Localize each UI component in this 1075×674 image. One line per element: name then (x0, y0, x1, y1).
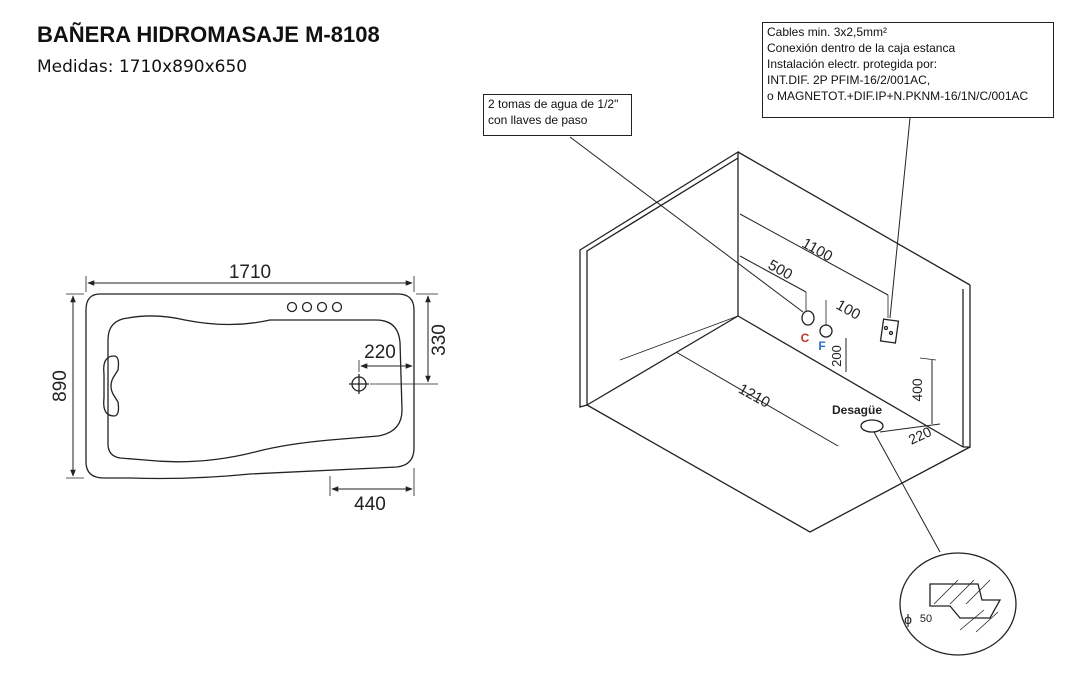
wall-shadow-line (619, 315, 739, 361)
electric-note-line: Cables min. 3x2,5mm² (767, 25, 888, 39)
tub-outer-rim (85, 293, 415, 480)
headrest (103, 355, 120, 417)
dim-200-label: 200 (829, 345, 844, 367)
iso-view-labels: 1100 500 100 200 400 1210 220 C F Desagü… (735, 235, 934, 627)
drain-detail-hatch (959, 609, 985, 631)
dim-100-label: 100 (833, 297, 863, 324)
right-wall-edge (963, 285, 971, 448)
drain-detail-hatch (975, 611, 999, 633)
floor-back-edge (737, 315, 964, 448)
dim-1100-line (739, 213, 889, 296)
cold-inlet-label: F (818, 339, 825, 353)
dim-1210-label: 1210 (735, 381, 772, 412)
back-wall-top (737, 151, 971, 286)
hot-water-inlet (801, 310, 815, 326)
drain-diameter-label: 50 (920, 613, 932, 625)
top-view-labels: 1710 890 330 220 440 (50, 262, 450, 515)
electrical-box (879, 318, 900, 344)
dim-220-label: 220 (364, 342, 396, 363)
electric-note-leader (889, 117, 911, 319)
dim-1710-label: 1710 (229, 262, 271, 283)
dim-220-iso-label: 220 (906, 423, 934, 447)
page-title: BAÑERA HIDROMASAJE M-8108 (37, 22, 380, 47)
jet (286, 301, 298, 313)
floor-front-edge (586, 404, 971, 533)
dim-400-extension (919, 357, 937, 361)
drain-label: Desagüe (832, 403, 882, 417)
jet (331, 301, 343, 313)
electric-note-line: Instalación electr. protegida por: (767, 57, 938, 71)
dim-890-label: 890 (50, 370, 71, 402)
drain-detail-circle (899, 552, 1017, 656)
water-supply-note: 2 tomas de agua de 1/2" con llaves de pa… (483, 94, 632, 136)
water-note-leader (569, 136, 804, 313)
drain-detail-hatch (933, 579, 959, 605)
dim-400-label: 400 (909, 378, 925, 402)
electric-note-line: o MAGNETOT.+DIF.IP+N.PKNM-16/1N/C/001AC (767, 89, 1029, 103)
dim-500-line (739, 255, 807, 293)
electrical-note: Cables min. 3x2,5mm² Conexión dentro de … (762, 22, 1054, 118)
drain-detail-hatch (949, 579, 975, 605)
electric-note-line: Conexión dentro de la caja estanca (767, 41, 956, 55)
hot-inlet-label: C (801, 331, 810, 345)
drain-detail-leader (873, 431, 941, 553)
dim-500-label: 500 (765, 257, 795, 284)
jet (316, 301, 328, 313)
dim-1210-line (675, 351, 839, 447)
water-note-line: con llaves de paso (488, 113, 588, 127)
page-subtitle: Medidas: 1710x890x650 (37, 57, 248, 77)
tub-inner-basin (107, 315, 403, 463)
dim-1100-label: 1100 (799, 235, 835, 266)
drain-detail-pipe (929, 583, 1002, 619)
top-view (66, 276, 438, 496)
electrical-box-dot (888, 330, 894, 336)
jet (301, 301, 313, 313)
electrical-box-dot (883, 325, 889, 331)
cold-water-inlet (819, 324, 833, 338)
dim-220-iso-line (879, 423, 941, 433)
dim-330-label: 330 (429, 324, 450, 356)
left-wall (579, 150, 739, 408)
electric-note-line: INT.DIF. 2P PFIM-16/2/001AC, (767, 73, 931, 87)
dim-440-label: 440 (354, 494, 386, 515)
iso-view (569, 117, 1017, 656)
drain-diameter-symbol: ϕ (904, 611, 912, 627)
water-note-line: 2 tomas de agua de 1/2" (488, 97, 619, 111)
floor-left-edge (586, 315, 739, 406)
drain-detail-hatch (965, 579, 991, 605)
floor-drain (860, 419, 884, 433)
